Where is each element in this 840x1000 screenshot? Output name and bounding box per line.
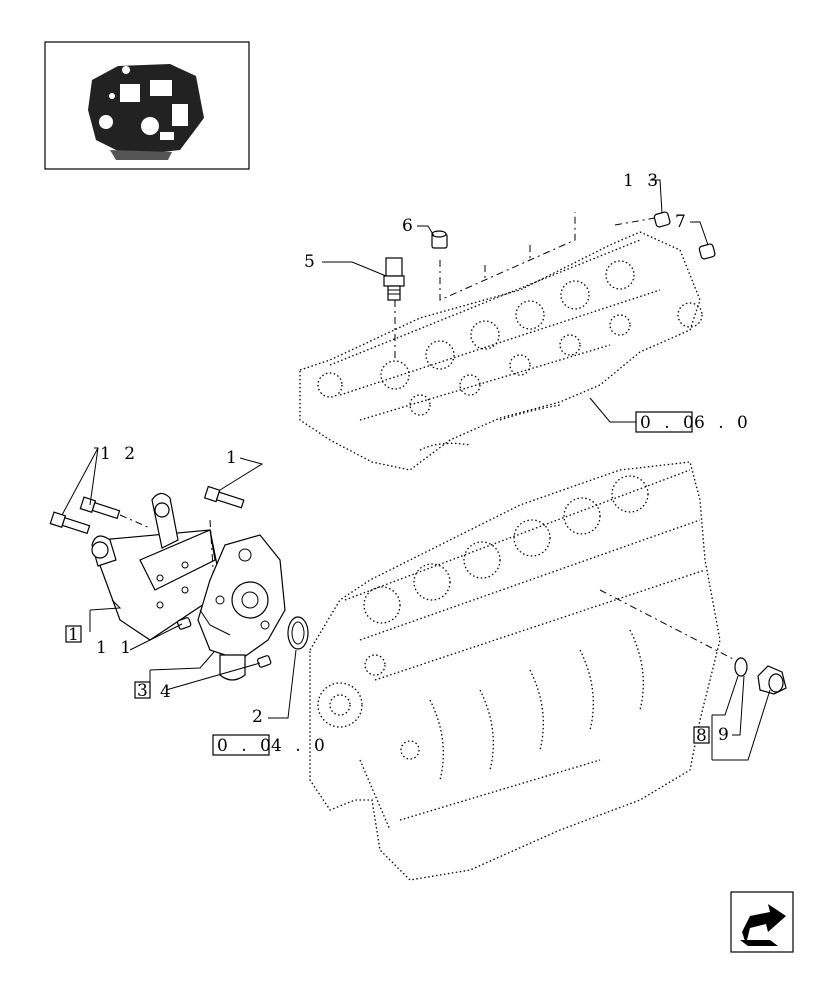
cylinder-head [299,231,703,471]
svg-text:8: 8 [696,726,711,746]
callout-12: 1 2 [100,444,139,464]
svg-text:4 . 0: 4 . 0 [271,736,329,756]
svg-text:6 . 0: 6 . 0 [694,413,752,433]
part-4-dowel [256,655,272,668]
leader-lines [61,179,771,761]
part-2-oring [287,616,309,650]
callout-9: 9 [718,725,733,745]
part-1-bolt [203,485,245,509]
ref-box-1[interactable]: 1 [65,625,83,645]
callout-2: 2 [252,707,267,727]
part-6-plug [431,230,448,249]
part-1-bracket [91,492,219,641]
ref-box-8[interactable]: 8 [693,726,711,746]
part-3-housing [197,534,286,681]
callout-5: 5 [304,252,319,272]
part-7-plug [698,243,716,260]
ref-box-3[interactable]: 3 [134,681,152,701]
arrow-next-page-icon[interactable] [730,891,794,953]
part-8-plug [757,665,787,695]
callout-13: 1 3 [623,171,662,191]
section-ref-cylinder-head[interactable]: 0 . 0 6 . 0 [635,411,752,433]
callout-11: 1 1 [96,638,135,658]
section-ref-engine-block[interactable]: 0 . 0 4 . 0 [212,734,329,756]
engine-thumbnail-icon[interactable] [44,41,250,170]
part-13-plug [653,211,671,228]
svg-text:0 . 0: 0 . 0 [217,736,275,756]
svg-text:1: 1 [68,625,83,645]
engine-block [309,461,721,881]
svg-text:0 . 0: 0 . 0 [640,413,698,433]
part-12-bolts [49,496,121,535]
part-9-seal-ring [734,657,748,677]
callout-1: 1 [226,448,241,468]
callout-7: 7 [675,212,690,232]
svg-text:3: 3 [137,681,152,701]
callout-6: 6 [402,216,417,236]
callout-4: 4 [160,682,175,702]
part-5-fitting [383,257,405,301]
